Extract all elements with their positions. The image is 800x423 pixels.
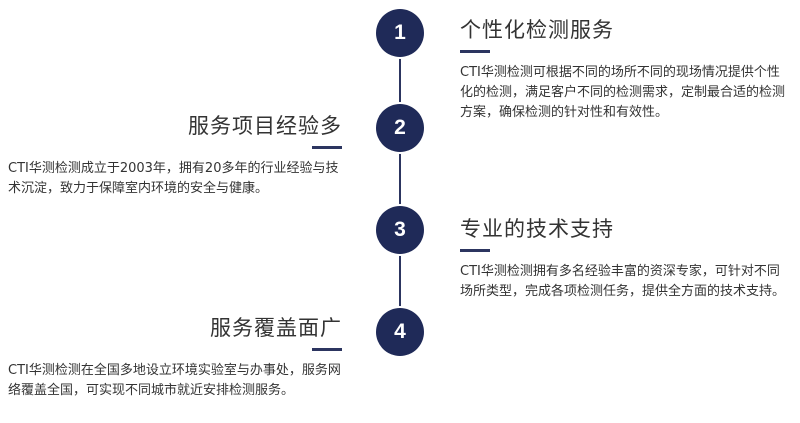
step-4-title: 服务覆盖面广 [210,316,342,340]
step-4-block: 服务覆盖面广 CTI华测检测在全国多地设立环境实验室与办事处，服务网络覆盖全国，… [8,314,342,401]
step-3-badge: 3 [376,206,424,254]
step-3-number: 3 [394,218,406,241]
step-3-description: CTI华测检测拥有多名经验丰富的资深专家，可针对不同场所类型，完成各项检测任务，… [460,264,786,299]
step-3-underline [460,249,490,252]
step-1-number: 1 [394,21,406,44]
step-2-underline [312,146,342,149]
step-1-underline [460,50,490,53]
step-1-title: 个性化检测服务 [460,18,614,42]
timeline-line [399,40,401,330]
step-3-title: 专业的技术支持 [460,217,614,241]
step-1-description: CTI华测检测可根据不同的场所不同的现场情况提供个性化的检测，满足客户不同的检测… [460,65,786,120]
step-2-block: 服务项目经验多 CTI华测检测成立于2003年，拥有20多年的行业经验与技术沉淀… [8,112,342,199]
step-4-badge: 4 [376,308,424,356]
step-4-underline [312,348,342,351]
step-2-title: 服务项目经验多 [188,114,342,138]
step-2-number: 2 [394,116,406,139]
step-1-block: 个性化检测服务 CTI华测检测可根据不同的场所不同的现场情况提供个性化的检测，满… [460,16,792,123]
step-4-description: CTI华测检测在全国多地设立环境实验室与办事处，服务网络覆盖全国，可实现不同城市… [8,363,341,398]
step-4-number: 4 [394,320,406,343]
step-2-badge: 2 [376,104,424,152]
step-3-block: 专业的技术支持 CTI华测检测拥有多名经验丰富的资深专家，可针对不同场所类型，完… [460,215,792,302]
step-1-badge: 1 [376,9,424,57]
step-2-description: CTI华测检测成立于2003年，拥有20多年的行业经验与技术沉淀，致力于保障室内… [8,161,339,196]
